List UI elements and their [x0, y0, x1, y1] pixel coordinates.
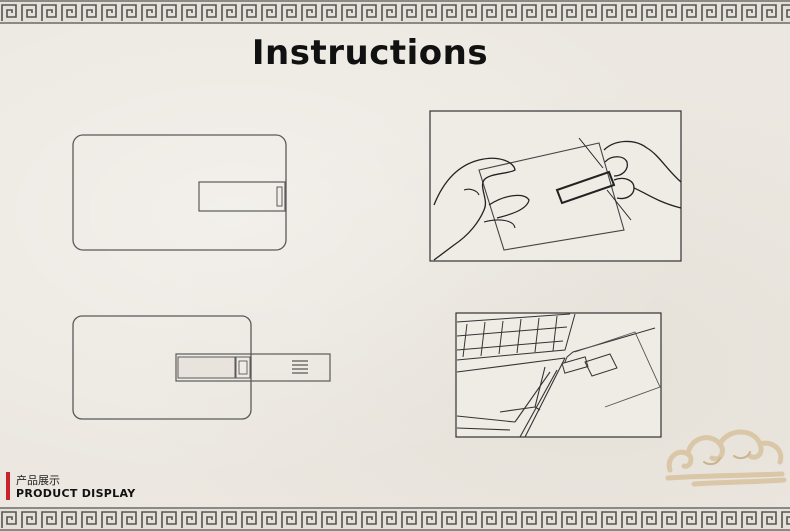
top-greek-key-border: [0, 0, 790, 24]
card-plugged-into-laptop-illustration: [455, 312, 662, 438]
usb-card-connector-extended-illustration: [72, 315, 331, 420]
page-title: Instructions: [251, 33, 489, 73]
red-accent-bar: [6, 472, 10, 500]
usb-card-closed-illustration: [72, 134, 287, 251]
auspicious-cloud-decoration: [665, 429, 787, 487]
product-display-cn: 产品展示: [16, 474, 60, 487]
bottom-greek-key-border: [0, 507, 790, 531]
hand-flipping-connector-illustration: [429, 110, 682, 262]
product-display-en: PRODUCT DISPLAY: [16, 487, 136, 500]
